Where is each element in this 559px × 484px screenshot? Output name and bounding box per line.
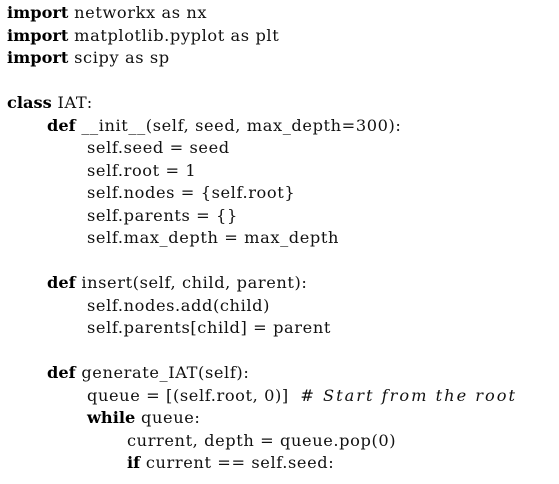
- code-line: [7, 70, 559, 93]
- code-keyword: while: [87, 408, 136, 427]
- code-keyword: def: [47, 273, 76, 292]
- code-text: networkx as nx: [68, 3, 208, 22]
- code-text: queue = [(self.root, 0)]: [87, 385, 301, 405]
- code-line: current, depth = queue.pop(0): [7, 430, 559, 453]
- code-text: self.seed = seed: [87, 138, 230, 157]
- code-line: self.seed = seed: [7, 137, 559, 160]
- code-line: queue = [(self.root, 0)] # Start from th…: [7, 385, 559, 408]
- code-line: self.nodes.add(child): [7, 295, 559, 318]
- code-line: import matplotlib.pyplot as plt: [7, 25, 559, 48]
- code-text: self.nodes.add(child): [87, 295, 271, 315]
- code-text: matplotlib.pyplot as plt: [68, 25, 280, 45]
- code-line: [7, 250, 559, 273]
- code-line: def insert(self, child, parent):: [7, 272, 559, 295]
- code-line: self.max_depth = max_depth: [7, 227, 559, 250]
- code-line: def generate_IAT(self):: [7, 362, 559, 385]
- code-text: self.max_depth = max_depth: [87, 228, 339, 247]
- code-keyword: import: [7, 3, 69, 22]
- code-text: insert(self, child, parent):: [75, 273, 308, 292]
- code-text: self.nodes = {self.root}: [87, 183, 296, 202]
- code-keyword: def: [47, 115, 76, 135]
- code-text: self.root = 1: [87, 160, 197, 180]
- code-line: self.nodes = {self.root}: [7, 182, 559, 205]
- code-line: if current == self.seed:: [7, 452, 559, 475]
- code-keyword: def: [47, 363, 76, 382]
- code-text: queue:: [135, 408, 201, 427]
- code-keyword: class: [7, 93, 52, 112]
- code-keyword: import: [7, 25, 69, 45]
- code-line: while queue:: [7, 407, 559, 430]
- code-text: self.parents[child] = parent: [87, 318, 331, 337]
- code-keyword: if: [127, 453, 141, 472]
- code-line: import networkx as nx: [7, 2, 559, 25]
- code-text: IAT:: [51, 93, 93, 112]
- code-line: self.parents = {}: [7, 205, 559, 228]
- code-text: __init__(self, seed, max_depth=300):: [75, 115, 402, 135]
- code-text: generate_IAT(self):: [75, 363, 250, 382]
- code-line: class IAT:: [7, 92, 559, 115]
- code-line: self.root = 1: [7, 160, 559, 183]
- code-text: self.parents = {}: [87, 205, 238, 225]
- code-text: scipy as sp: [68, 48, 170, 67]
- code-text: current == self.seed:: [140, 453, 335, 472]
- code-line: [7, 340, 559, 363]
- code-keyword: import: [7, 48, 69, 67]
- code-text: current, depth = queue.pop(0): [127, 430, 397, 450]
- code-line: def __init__(self, seed, max_depth=300):: [7, 115, 559, 138]
- code-line: self.parents[child] = parent: [7, 317, 559, 340]
- code-comment: # Start from the root: [300, 385, 518, 405]
- code-line: import scipy as sp: [7, 47, 559, 70]
